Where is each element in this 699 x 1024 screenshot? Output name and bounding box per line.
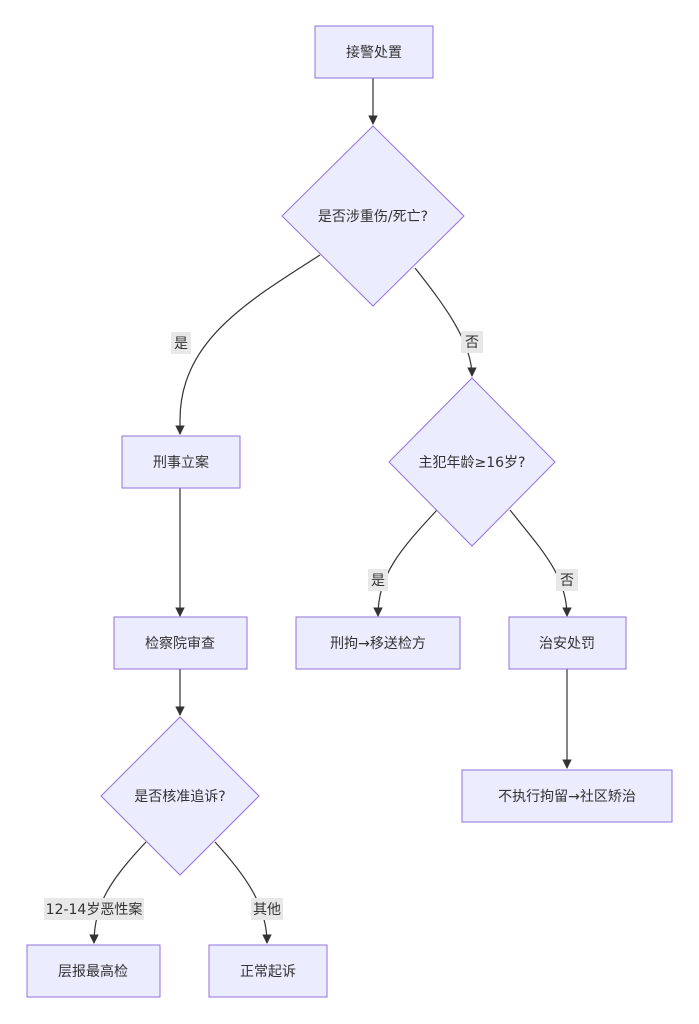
node-procuratorate-review: 检察院审查 — [113, 616, 248, 670]
node-community-correction-label: 不执行拘留→社区矫治 — [498, 789, 636, 805]
edge-label-age-no-text: 否 — [560, 573, 574, 589]
node-detain-transfer: 刑拘→移送检方 — [295, 616, 461, 670]
edge-injury-no — [414, 267, 477, 377]
edge-label-injury-no-text: 否 — [465, 335, 479, 351]
edge-prosecute-other — [214, 841, 272, 944]
node-normal-prosecution: 正常起诉 — [208, 944, 328, 998]
node-criminal-case: 刑事立案 — [121, 435, 241, 489]
node-receive: 接警处置 — [314, 25, 434, 79]
edge-label-age-no: 否 — [556, 569, 578, 591]
node-normal-prosecution-label: 正常起诉 — [240, 964, 296, 980]
edge-label-age-yes: 是 — [368, 569, 388, 591]
edge-age-no — [509, 509, 572, 617]
node-q-prosecute-label: 是否核准追诉? — [134, 789, 225, 805]
node-public-security-penalty: 治安处罚 — [508, 616, 627, 670]
node-q-age: 主犯年龄≥16岁? — [388, 377, 556, 547]
node-report-supreme-label: 层报最高检 — [58, 963, 128, 980]
edge-label-prosecute-serious: 12-14岁恶性案 — [44, 898, 144, 920]
node-community-correction: 不执行拘留→社区矫治 — [461, 769, 673, 823]
edge-label-prosecute-other-text: 其他 — [253, 902, 281, 918]
node-detain-transfer-label: 刑拘→移送检方 — [330, 636, 426, 652]
node-q-injury: 是否涉重伤/死亡? — [281, 125, 465, 307]
edge-injury-yes — [175, 254, 321, 435]
edge-label-prosecute-other: 其他 — [251, 898, 283, 920]
edge-label-injury-no: 否 — [461, 331, 483, 353]
edge-label-age-yes-text: 是 — [371, 573, 385, 589]
edge-prosecute-serious — [89, 841, 147, 944]
node-receive-label: 接警处置 — [346, 44, 402, 61]
edge-label-injury-yes: 是 — [171, 332, 191, 354]
node-criminal-case-label: 刑事立案 — [153, 454, 209, 471]
edge-age-yes — [373, 509, 438, 617]
node-q-injury-label: 是否涉重伤/死亡? — [318, 209, 428, 225]
node-public-security-penalty-label: 治安处罚 — [539, 636, 595, 652]
edge-label-injury-yes-text: 是 — [174, 336, 188, 352]
node-q-age-label: 主犯年龄≥16岁? — [419, 455, 526, 471]
node-report-supreme: 层报最高检 — [26, 944, 161, 998]
edge-label-prosecute-serious-text: 12-14岁恶性案 — [46, 901, 143, 918]
node-q-prosecute: 是否核准追诉? — [100, 716, 260, 876]
node-procuratorate-review-label: 检察院审查 — [145, 635, 215, 652]
